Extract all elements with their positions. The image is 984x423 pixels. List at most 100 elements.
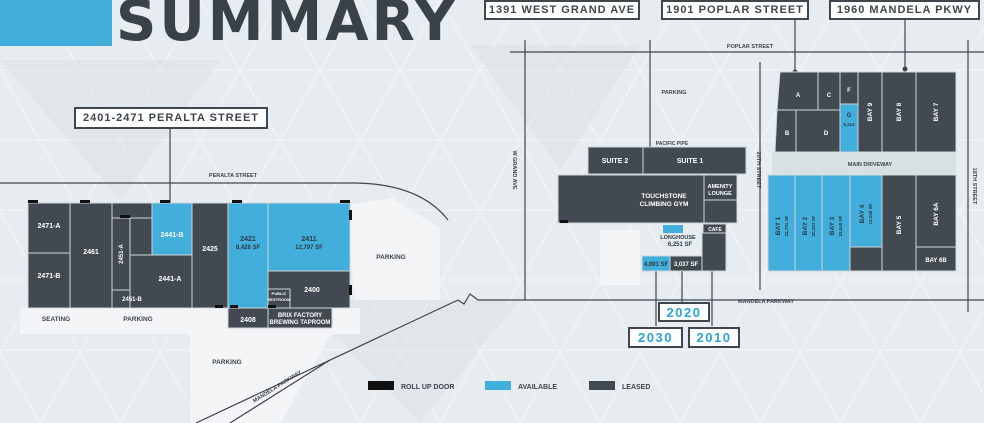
tag-2030[interactable]: 2030 [628, 327, 683, 348]
bay-1[interactable] [767, 174, 796, 272]
unit-a[interactable] [776, 71, 819, 111]
unit-2441a[interactable] [129, 254, 193, 309]
street-surfaces [20, 198, 640, 423]
label-restroom-1: PUBLIC [272, 291, 287, 296]
suite-1[interactable] [642, 146, 747, 175]
label-longhouse-sf: 6,251 SF [668, 242, 693, 248]
street-poplar: POPLAR STREET [727, 44, 774, 50]
label-g-sf: 5,314 [843, 122, 855, 127]
label-2441b: 2441-B [161, 232, 184, 239]
label-bay-2: BAY 2 [802, 216, 809, 235]
label-bay-5: BAY 5 [896, 215, 903, 234]
page-title: SUMMARY [116, 0, 459, 54]
label-2425: 2425 [202, 246, 218, 253]
bay-4-annex [849, 246, 883, 272]
amenity-lounge[interactable] [703, 174, 738, 201]
label-b: B [785, 131, 790, 137]
label-bay-4-sf: 12,000 SF [868, 203, 873, 224]
label-gym-1: TOUCHSTONE [641, 193, 687, 200]
label-c: C [827, 93, 832, 99]
label-amenity-1: AMENITY [708, 184, 733, 190]
tag-2010[interactable]: 2010 [688, 327, 740, 348]
legend-swatch-leased [589, 381, 615, 390]
label-bay-1-sf: 22,791 SF [784, 215, 789, 236]
unit-2451-mid[interactable] [129, 217, 153, 256]
unit-2010-block[interactable] [701, 232, 727, 272]
west-grand-building [557, 146, 747, 272]
legend-leased: LEASED [622, 384, 650, 391]
label-restroom-2: RESTROOM [267, 297, 291, 302]
amenity-annex [703, 199, 738, 224]
label-2441a: 2441-A [159, 276, 182, 283]
area-seating: SEATING [42, 316, 70, 323]
unit-2471a[interactable] [27, 202, 71, 254]
unit-2461[interactable] [69, 202, 113, 309]
unit-2441b[interactable] [151, 202, 193, 256]
unit-2451-upper[interactable] [111, 202, 153, 219]
label-bay-6b: BAY 6B [925, 258, 947, 264]
label-bay-3-sf: 22,640 SF [838, 215, 843, 236]
label-4891: 4,891 SF [644, 262, 669, 268]
label-2421: 2421 [240, 236, 256, 243]
label-bay-9: BAY 9 [867, 102, 874, 121]
label-2451b: 2451-B [122, 297, 142, 303]
label-suite-1: SUITE 1 [677, 158, 704, 165]
bay-4[interactable] [849, 174, 883, 248]
unit-c[interactable] [817, 71, 841, 111]
label-amenity-2: LOUNGE [708, 191, 732, 197]
label-bay-2-sf: 20,303 SF [811, 215, 816, 236]
label-brix-2: BREWING TAPROOM [270, 320, 331, 326]
peralta-building [27, 200, 352, 329]
bay-3[interactable] [821, 174, 851, 272]
poplar-mandela-building [767, 71, 957, 272]
legend: ROLL UP DOOR AVAILABLE LEASED [368, 381, 650, 391]
label-bay-6a: BAY 6A [933, 202, 940, 225]
tag-1960-mandela[interactable]: 1960 MANDELA PKWY [829, 0, 980, 20]
street-lines [0, 20, 984, 423]
unit-2411[interactable] [267, 202, 351, 272]
roll-up-doors-left [28, 200, 352, 308]
label-bay-7: BAY 7 [933, 102, 940, 121]
bay-5[interactable] [881, 174, 917, 272]
label-2411-sf: 12,797 SF [295, 245, 323, 251]
tag-1901-poplar[interactable]: 1901 POPLAR STREET [661, 0, 809, 20]
label-2471b: 2471-B [38, 273, 61, 280]
unit-2421[interactable] [227, 202, 269, 309]
main-driveway: MAIN DRIVEWAY [848, 162, 893, 168]
label-suite-2: SUITE 2 [602, 158, 629, 165]
label-2451a: 2451-A [119, 243, 125, 263]
bay-2[interactable] [794, 174, 823, 272]
label-bay-1: BAY 1 [775, 216, 782, 235]
unit-g[interactable] [839, 103, 859, 153]
label-g: G [847, 113, 852, 119]
label-bay-8: BAY 8 [896, 102, 903, 121]
unit-d[interactable] [795, 109, 841, 153]
street-20th: 20TH STREET [755, 152, 761, 189]
longhouse-bar[interactable] [663, 225, 683, 233]
legend-roll-up: ROLL UP DOOR [401, 384, 454, 391]
tag-2020[interactable]: 2020 [658, 302, 710, 322]
suite-2[interactable] [587, 146, 644, 175]
touchstone-gym[interactable] [557, 174, 705, 224]
legend-swatch-roll-up [368, 381, 394, 390]
tag-2401-peralta[interactable]: 2401-2471 PERALTA STREET [74, 107, 268, 129]
label-bay-4: BAY 4 [859, 204, 866, 223]
bay-6b[interactable] [915, 246, 957, 272]
label-2411: 2411 [301, 236, 316, 243]
unit-2471b[interactable] [27, 252, 71, 309]
label-3037: 3,037 SF [674, 262, 699, 268]
label-f: F [847, 88, 851, 94]
brix-factory-taproom[interactable] [267, 307, 333, 329]
label-2400: 2400 [304, 287, 320, 294]
label-gym-2: CLIMBING GYM [640, 201, 689, 208]
pacific-pipe: PACIFIC PIPE [656, 141, 689, 147]
area-parking-d: PARKING [662, 90, 687, 96]
street-peralta: PERALTA STREET [209, 173, 258, 179]
label-a: A [796, 93, 801, 99]
unit-2425[interactable] [191, 202, 229, 309]
label-2471a: 2471-A [38, 223, 61, 230]
label-bay-3: BAY 3 [829, 216, 836, 235]
tag-1391-west-grand[interactable]: 1391 WEST GRAND AVE [484, 0, 640, 20]
bay-6a[interactable] [915, 174, 957, 248]
